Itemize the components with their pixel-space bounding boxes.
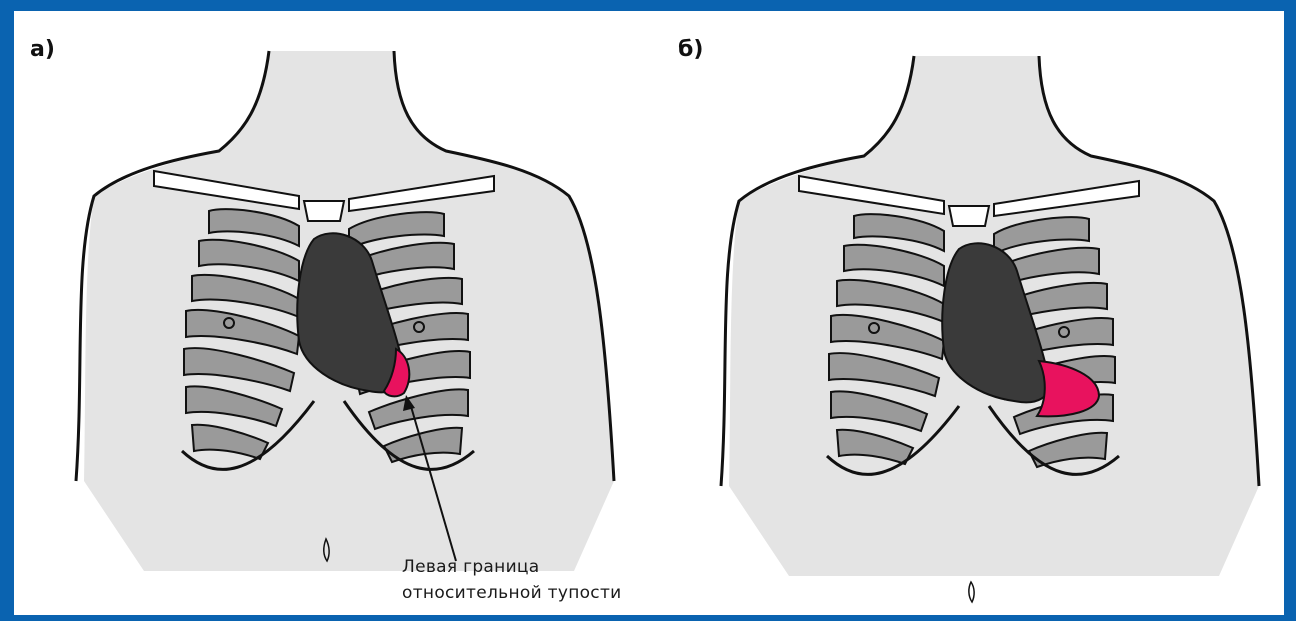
torso-figure-a bbox=[76, 51, 614, 571]
illustration-canvas bbox=[14, 11, 1284, 615]
torso-figure-b bbox=[721, 56, 1259, 602]
panel-a-label: а) bbox=[30, 37, 55, 62]
annotation-line-1: Левая граница bbox=[402, 554, 622, 580]
annotation-caption: Левая граница относительной тупости bbox=[402, 554, 622, 606]
annotation-line-2: относительной тупости bbox=[402, 580, 622, 606]
figure-frame: а) б) Левая граница относительной тупост… bbox=[14, 11, 1284, 615]
panel-b-label: б) bbox=[678, 37, 703, 62]
